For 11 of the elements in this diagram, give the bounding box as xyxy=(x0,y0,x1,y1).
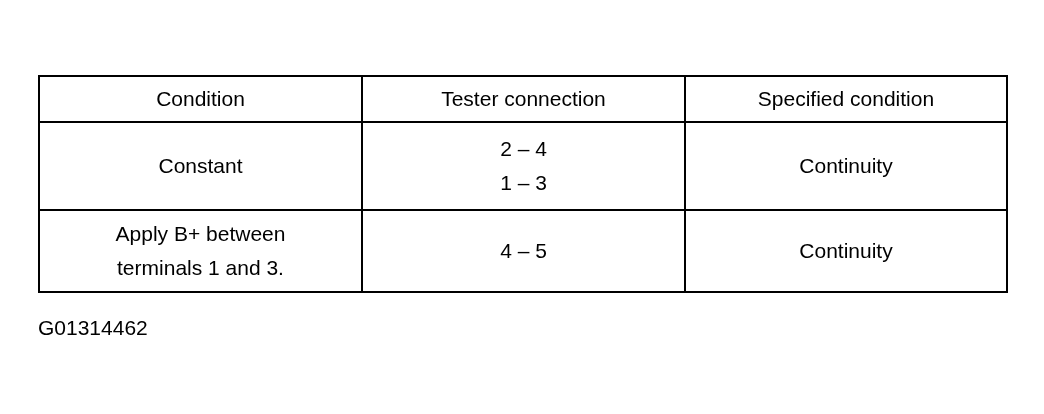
column-header: Condition xyxy=(156,86,245,112)
cell-text: Continuity xyxy=(799,153,893,179)
cell-text: Apply B+ between terminals 1 and 3. xyxy=(114,221,287,281)
cell-text: 1 – 3 xyxy=(500,170,547,196)
cell-text: Constant xyxy=(158,153,243,179)
column-header: Specified condition xyxy=(757,86,935,112)
cell-text: Continuity xyxy=(799,238,893,264)
cell-text: 4 – 5 xyxy=(500,238,547,264)
cell-text: 2 – 4 xyxy=(500,136,547,162)
figure-code: G01314462 xyxy=(38,316,148,340)
column-header: Tester connection xyxy=(441,86,606,112)
